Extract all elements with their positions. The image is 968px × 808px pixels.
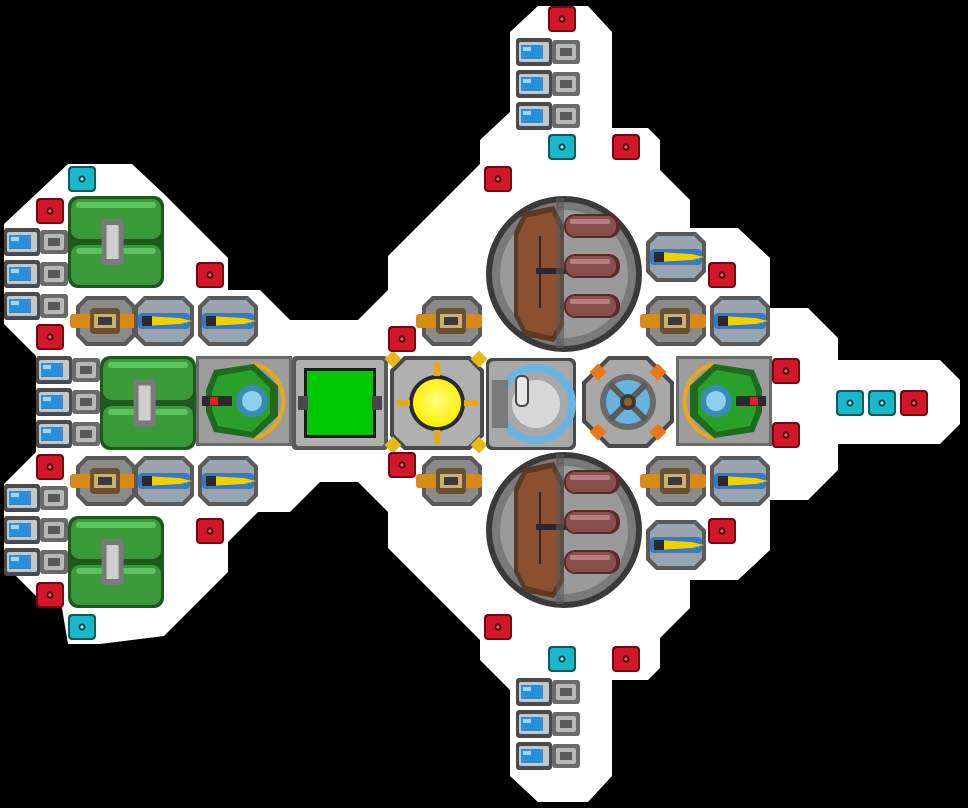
shield-generator-module[interactable] [486, 358, 576, 450]
machine-gun-blue[interactable] [710, 456, 770, 506]
red-light-module[interactable] [36, 324, 64, 350]
thruster-block[interactable] [36, 356, 100, 384]
thruster-block[interactable] [4, 292, 68, 320]
thruster-block[interactable] [516, 102, 580, 130]
red-light-module[interactable] [36, 582, 64, 608]
machine-gun-blue[interactable] [710, 296, 770, 346]
thruster-block[interactable] [36, 388, 100, 416]
machine-gun-blue[interactable] [134, 296, 194, 346]
red-light-module[interactable] [36, 198, 64, 224]
fuel-tank-module[interactable] [68, 196, 164, 288]
machine-gun-blue[interactable] [646, 520, 706, 570]
thruster-block[interactable] [4, 484, 68, 512]
thruster-block[interactable] [516, 678, 580, 706]
heavy-cannon-turret[interactable] [486, 452, 642, 608]
laser-turret-module[interactable] [196, 356, 292, 446]
machine-gun-orange[interactable] [416, 296, 482, 346]
machine-gun-orange[interactable] [640, 296, 706, 346]
thruster-block[interactable] [4, 516, 68, 544]
red-light-module[interactable] [612, 134, 640, 160]
thruster-block[interactable] [4, 260, 68, 288]
fuel-tank-module[interactable] [68, 516, 164, 608]
red-light-module[interactable] [388, 452, 416, 478]
thruster-block[interactable] [516, 70, 580, 98]
thruster-block[interactable] [516, 38, 580, 66]
red-light-module[interactable] [548, 6, 576, 32]
red-light-module[interactable] [196, 262, 224, 288]
red-light-module[interactable] [484, 614, 512, 640]
laser-turret-module[interactable] [676, 356, 772, 446]
red-light-module[interactable] [484, 166, 512, 192]
red-light-module[interactable] [196, 518, 224, 544]
machine-gun-orange[interactable] [416, 456, 482, 506]
machine-gun-blue[interactable] [134, 456, 194, 506]
machine-gun-blue[interactable] [198, 296, 258, 346]
heavy-cannon-turret[interactable] [486, 196, 642, 352]
red-light-module[interactable] [612, 646, 640, 672]
red-light-module[interactable] [708, 262, 736, 288]
machine-gun-orange[interactable] [70, 456, 136, 506]
red-light-module[interactable] [900, 390, 928, 416]
red-light-module[interactable] [772, 422, 800, 448]
thruster-block[interactable] [4, 548, 68, 576]
cyan-light-module[interactable] [68, 166, 96, 192]
red-light-module[interactable] [708, 518, 736, 544]
reactor-module[interactable] [384, 350, 488, 454]
thruster-block[interactable] [4, 228, 68, 256]
cyan-light-module[interactable] [548, 646, 576, 672]
machine-gun-orange[interactable] [640, 456, 706, 506]
red-light-module[interactable] [388, 326, 416, 352]
thruster-block[interactable] [36, 420, 100, 448]
machine-gun-blue[interactable] [198, 456, 258, 506]
cyan-light-module[interactable] [68, 614, 96, 640]
cyan-light-module[interactable] [548, 134, 576, 160]
gyroscope-module[interactable] [582, 356, 674, 448]
red-light-module[interactable] [36, 454, 64, 480]
fuel-tank-module[interactable] [100, 356, 196, 450]
cargo-hold-module[interactable] [292, 356, 388, 450]
machine-gun-blue[interactable] [646, 232, 706, 282]
red-light-module[interactable] [772, 358, 800, 384]
cyan-light-module[interactable] [868, 390, 896, 416]
thruster-block[interactable] [516, 710, 580, 738]
thruster-block[interactable] [516, 742, 580, 770]
cyan-light-module[interactable] [836, 390, 864, 416]
machine-gun-orange[interactable] [70, 296, 136, 346]
